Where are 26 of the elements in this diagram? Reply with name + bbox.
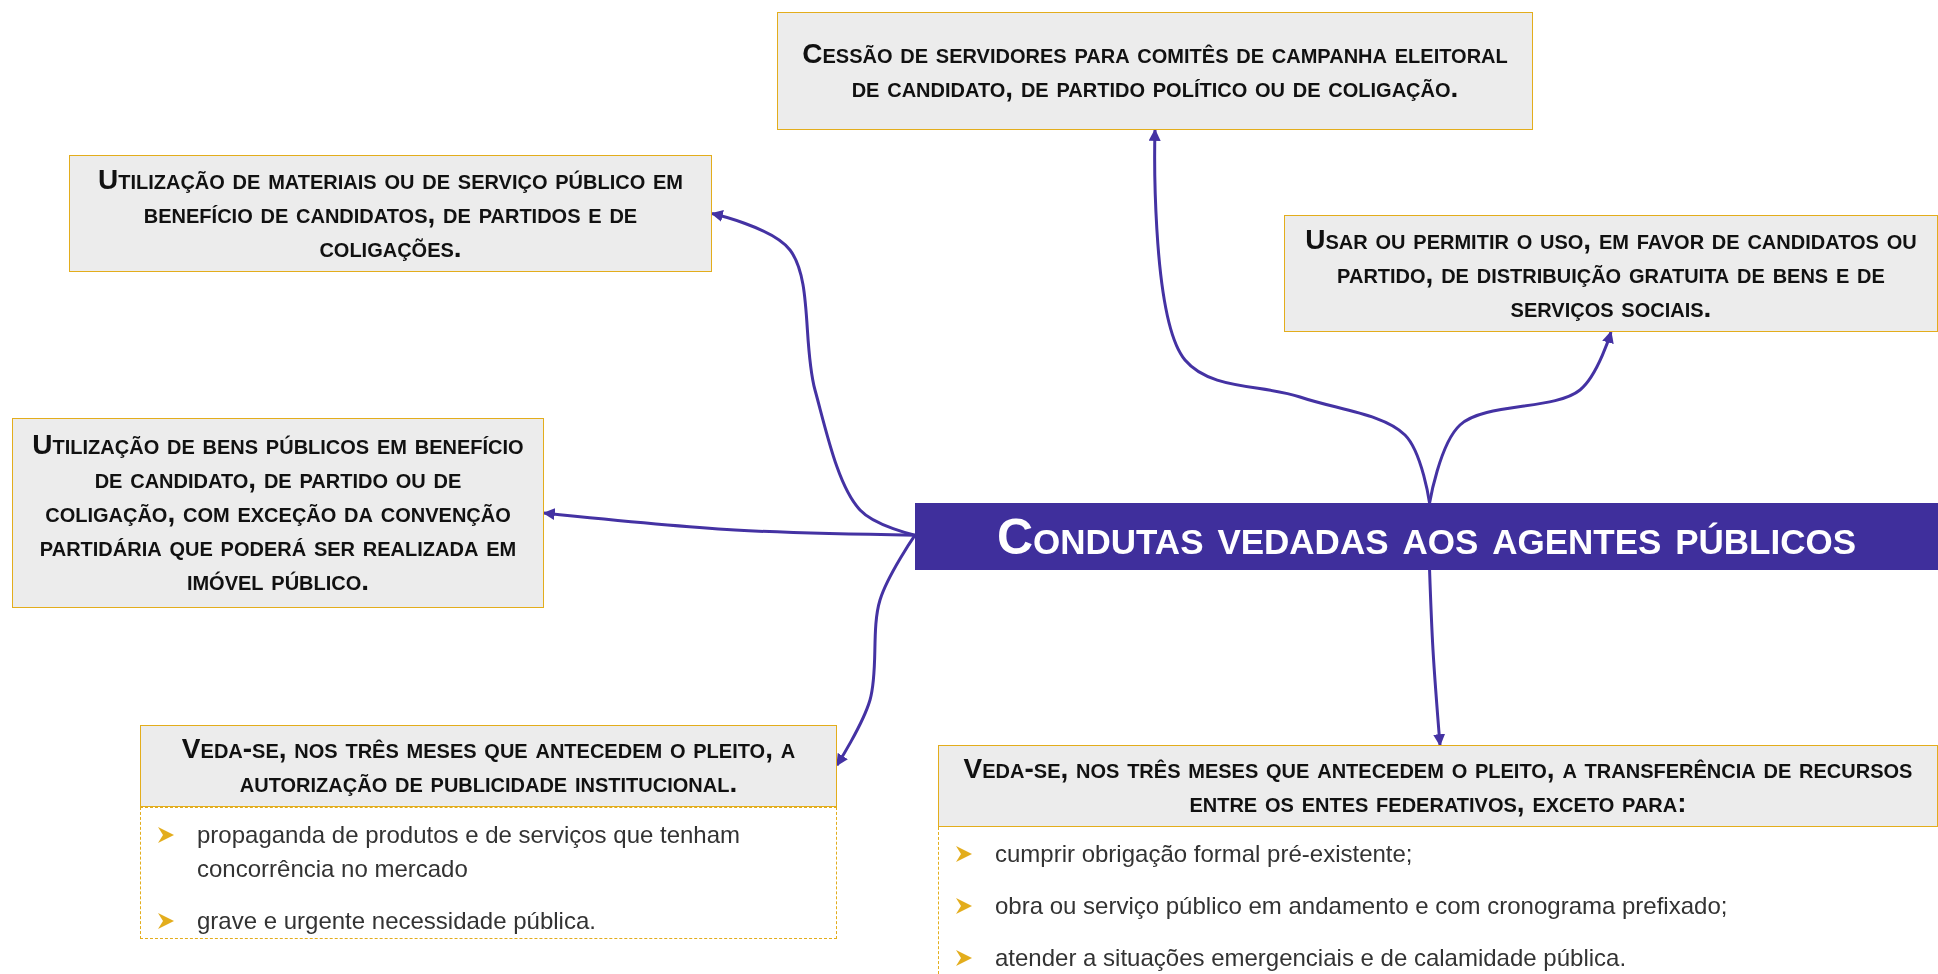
topic-text: Cessão de servidores para comitês de campanha eleitoral de candidato, de partido político ou de coligação. <box>801 37 1509 105</box>
connector-arrow <box>710 210 916 537</box>
bullet-list-box <box>140 807 837 939</box>
list-item-text: grave e urgente necessidade pública. <box>197 906 596 936</box>
list-item-text: atender a situações emergenciais e de calamidade pública. <box>995 943 1627 973</box>
topic-box <box>777 12 1533 130</box>
list-item-text: cumprir obrigação formal pré-existente; <box>995 839 1413 869</box>
central-topic-title: Condutas vedadas aos agentes públicos <box>996 507 1857 566</box>
connector-arrow <box>1428 330 1614 504</box>
topic-text: Usar ou permitir o uso, em favor de candidatos ou partido, de distribuição gratuita de bens e de serviços sociais. <box>1304 222 1918 325</box>
topic-box <box>140 725 837 807</box>
topic-box <box>12 418 544 608</box>
connector-arrow <box>835 534 917 767</box>
topic-text: Veda-se, nos três meses que antecedem o pleito, a transferência de recursos entre os entes federativos, exceto para: <box>962 752 1914 820</box>
topic-box <box>938 745 1938 827</box>
list-item-text: obra ou serviço público em andamento e com cronograma prefixado; <box>995 891 1728 921</box>
connector-arrow <box>1428 569 1446 747</box>
connector-arrow <box>1148 128 1432 504</box>
topic-text: Utilização de bens públicos em benefício de candidato, de partido ou de coligação, com exceção da convenção partidária que poderá ser realizada em imóvel público. <box>31 428 525 598</box>
connector-arrow <box>542 508 916 537</box>
central-topic-box <box>915 503 1938 570</box>
list-item-text: propaganda de produtos e de serviços que tenham concorrência no mercado <box>197 820 742 884</box>
topic-box <box>1284 215 1938 332</box>
topic-text: Utilização de materiais ou de serviço público em benefício de candidatos, de partidos e de coligações. <box>96 162 685 265</box>
topic-box <box>69 155 712 272</box>
topic-text: Veda-se, nos três meses que antecedem o pleito, a autorização de publicidade institucional. <box>180 732 797 800</box>
